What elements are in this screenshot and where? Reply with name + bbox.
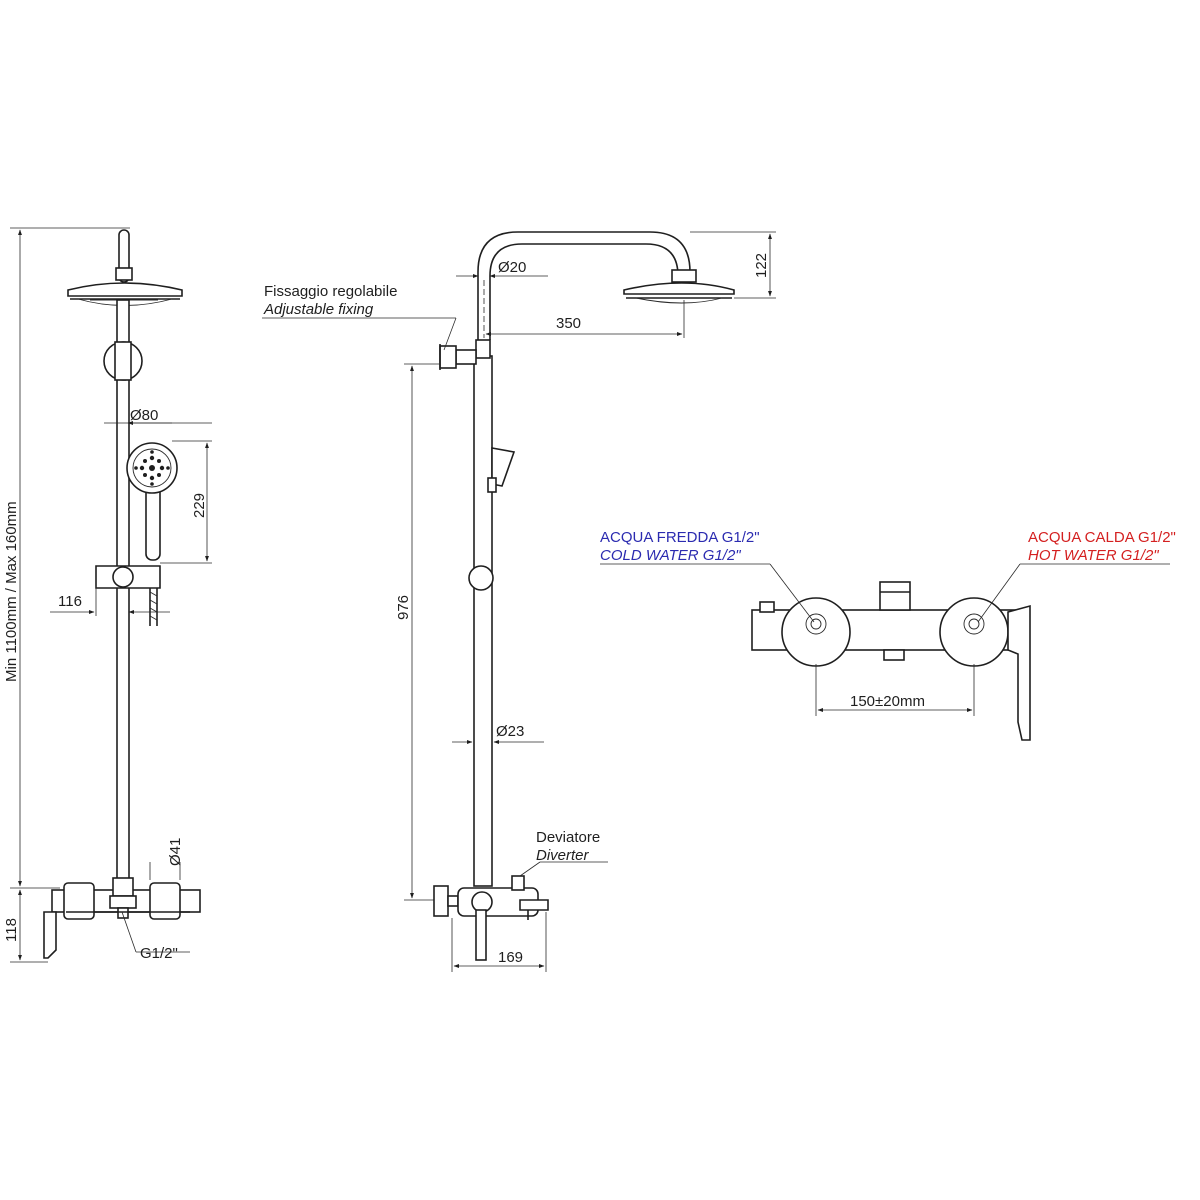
adjustable-fixing — [439, 339, 491, 370]
inlet-thread-label: G1/2" — [140, 945, 178, 962]
diverter-en-label: Diverter — [536, 847, 590, 864]
hot-water-en-label: HOT WATER G1/2" — [1028, 547, 1159, 564]
dim-976-label: 976 — [395, 595, 412, 620]
mixer-detail: ACQUA FREDDA G1/2" COLD WATER G1/2" ACQU… — [600, 529, 1176, 741]
front-mixer — [43, 877, 201, 959]
diam-80-label: Ø80 — [130, 407, 158, 424]
spacing-label: 150±20mm — [850, 693, 925, 710]
side-hand-shower — [487, 447, 516, 493]
dim-169-label: 169 — [498, 949, 523, 966]
dim-350-label: 350 — [556, 315, 581, 332]
cold-water-it-label: ACQUA FREDDA G1/2" — [600, 529, 760, 546]
side-mixer — [433, 875, 549, 961]
dim-229-label: 229 — [191, 493, 208, 518]
front-shower-head — [67, 282, 183, 306]
side-slider — [468, 565, 494, 591]
diverter-knob — [879, 581, 911, 611]
fixing-it-label: Fissaggio regolabile — [264, 283, 397, 300]
dim-122-label: 122 — [753, 253, 770, 278]
hot-inlet-flange — [939, 597, 1009, 667]
offset-116-label: 116 — [58, 593, 82, 610]
diam-20-label: Ø20 — [498, 259, 526, 276]
diam-41-label: Ø41 — [167, 838, 184, 866]
cold-water-en-label: COLD WATER G1/2" — [600, 547, 741, 564]
front-view: Min 1100mm / Max 160mm 118 — [3, 227, 212, 963]
side-view: Fissaggio regolabile Adjustable fixing Ø… — [262, 231, 776, 972]
base-height-label: 118 — [3, 918, 20, 942]
total-height-label: Min 1100mm / Max 160mm — [3, 501, 20, 682]
side-shower-head — [623, 282, 735, 304]
fixing-en-label: Adjustable fixing — [263, 301, 374, 318]
mixer-lever — [1007, 604, 1031, 741]
diam-23-label: Ø23 — [496, 723, 524, 740]
diverter-it-label: Deviatore — [536, 829, 600, 846]
side-overhead-arm — [477, 231, 691, 340]
front-hand-shower — [126, 442, 178, 561]
front-riser-pipe — [116, 299, 130, 883]
hot-water-it-label: ACQUA CALDA G1/2" — [1028, 529, 1176, 546]
cold-inlet-flange — [781, 597, 851, 667]
side-riser-pipe — [473, 355, 493, 887]
